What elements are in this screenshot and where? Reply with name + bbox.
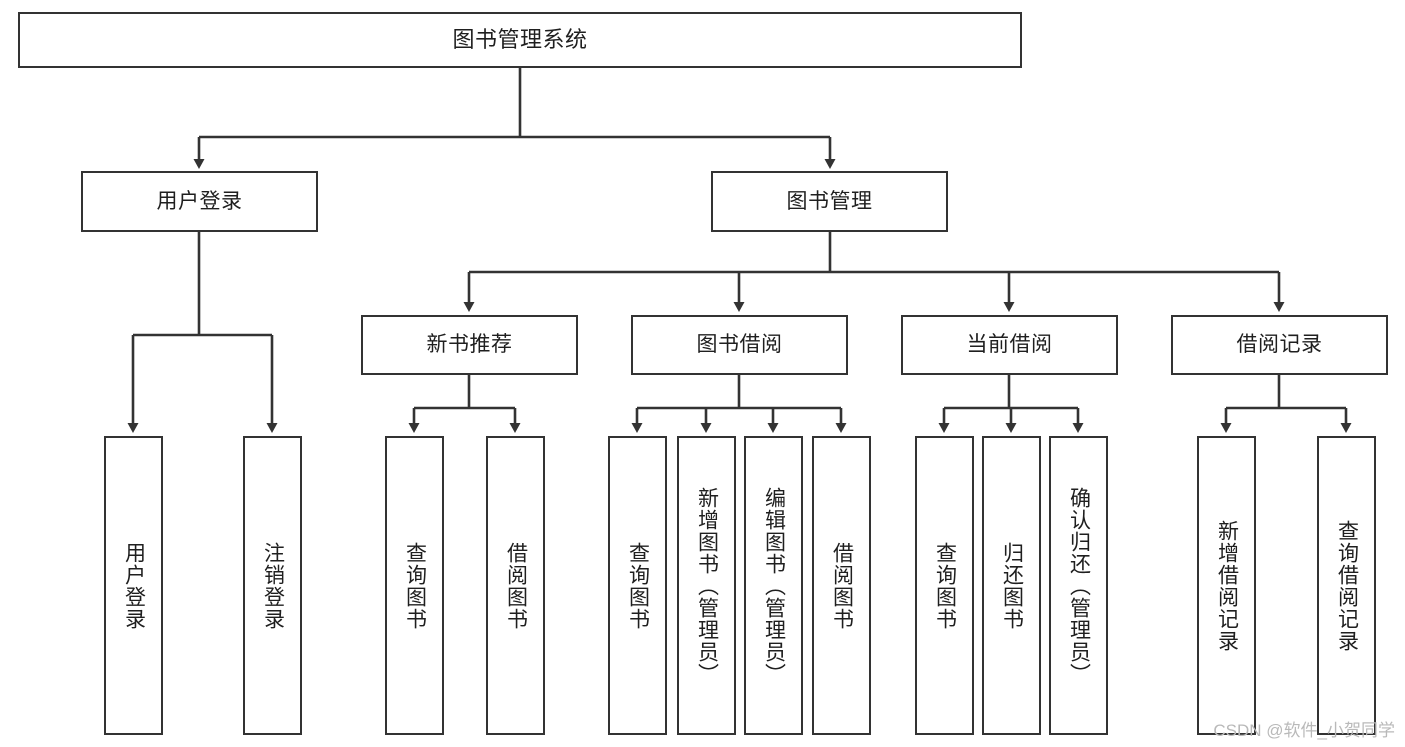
node-new-book-recommend[interactable]: 新书推荐 [361, 315, 578, 375]
leaf-borrow-record-query[interactable]: 查询借阅记录 [1317, 436, 1376, 735]
leaf-book-borrow-edit[interactable]: 编辑图书（管理员） [744, 436, 803, 735]
node-label: 图书管理系统 [452, 26, 588, 52]
node-label: 借阅图书 [504, 541, 528, 630]
node-label: 归还图书 [1000, 541, 1024, 630]
leaf-book-borrow-query[interactable]: 查询图书 [608, 436, 667, 735]
node-borrow-record[interactable]: 借阅记录 [1171, 315, 1388, 375]
leaf-user-login-signout[interactable]: 注销登录 [243, 436, 302, 735]
node-label: 确认归还（管理员） [1067, 486, 1091, 685]
leaf-book-borrow-lend[interactable]: 借阅图书 [812, 436, 871, 735]
watermark-text: CSDN @软件_小贺同学 [1213, 721, 1395, 740]
leaf-current-borrow-confirm[interactable]: 确认归还（管理员） [1049, 436, 1108, 735]
node-label: 查询借阅记录 [1335, 519, 1359, 652]
node-label: 查询图书 [403, 541, 427, 630]
node-label: 借阅记录 [1236, 333, 1323, 357]
node-book-management[interactable]: 图书管理 [711, 171, 948, 232]
node-label: 新增图书（管理员） [695, 486, 719, 685]
leaf-new-book-query[interactable]: 查询图书 [385, 436, 444, 735]
leaf-user-login-signin[interactable]: 用户登录 [104, 436, 163, 735]
leaf-new-book-borrow[interactable]: 借阅图书 [486, 436, 545, 735]
node-label: 注销登录 [261, 541, 285, 630]
node-label: 查询图书 [626, 541, 650, 630]
node-label: 新增借阅记录 [1215, 519, 1239, 652]
node-user-login[interactable]: 用户登录 [81, 171, 318, 232]
leaf-book-borrow-add[interactable]: 新增图书（管理员） [677, 436, 736, 735]
node-book-borrow[interactable]: 图书借阅 [631, 315, 848, 375]
node-label: 用户登录 [122, 541, 146, 630]
node-label: 图书借阅 [696, 333, 783, 357]
node-label: 借阅图书 [830, 541, 854, 630]
node-label: 当前借阅 [966, 333, 1053, 357]
leaf-current-borrow-return[interactable]: 归还图书 [982, 436, 1041, 735]
node-current-borrow[interactable]: 当前借阅 [901, 315, 1118, 375]
node-root-system[interactable]: 图书管理系统 [18, 12, 1022, 68]
node-label: 图书管理 [786, 189, 873, 213]
node-label: 查询图书 [933, 541, 957, 630]
leaf-borrow-record-add[interactable]: 新增借阅记录 [1197, 436, 1256, 735]
node-label: 用户登录 [156, 189, 243, 213]
node-label: 编辑图书（管理员） [762, 486, 786, 685]
node-label: 新书推荐 [426, 333, 513, 357]
leaf-current-borrow-query[interactable]: 查询图书 [915, 436, 974, 735]
